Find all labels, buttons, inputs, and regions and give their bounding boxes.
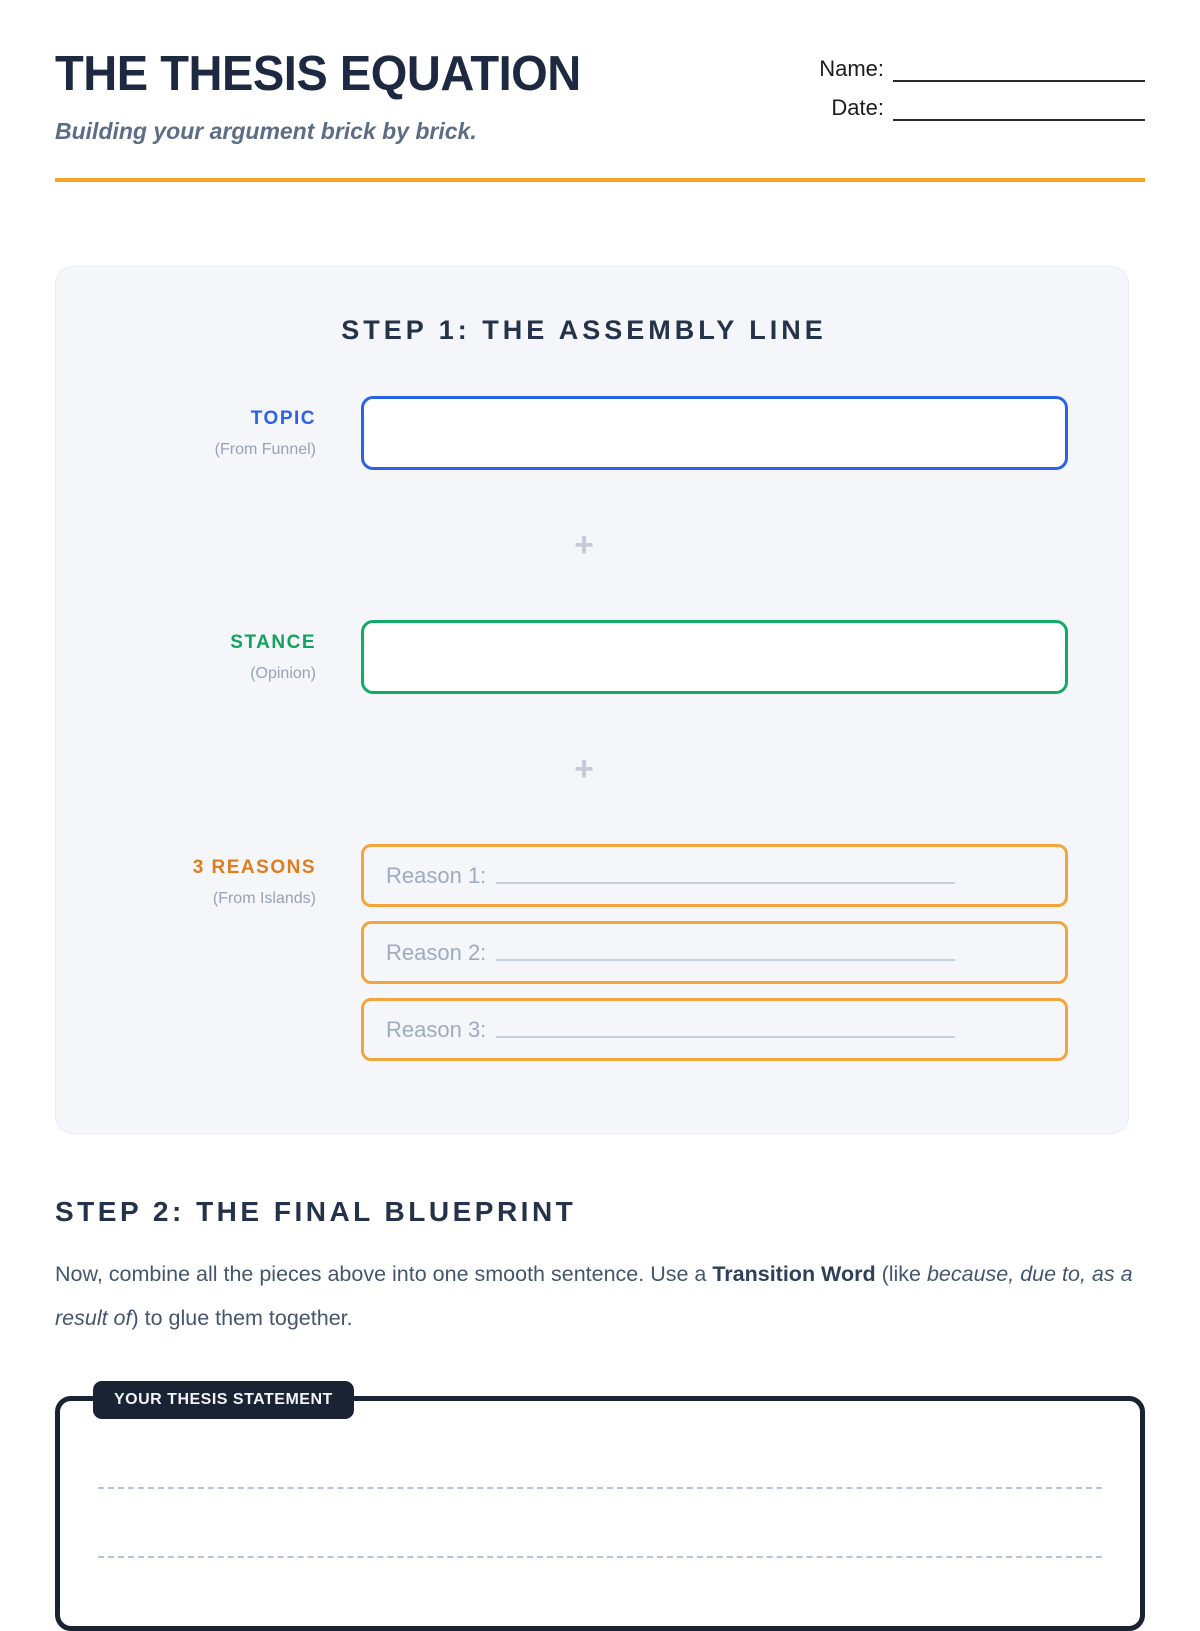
name-label: Name: bbox=[819, 56, 884, 81]
name-field: Name: bbox=[819, 56, 1145, 82]
thesis-statement-badge: YOUR THESIS STATEMENT bbox=[93, 1381, 354, 1420]
topic-row: TOPIC (From Funnel) bbox=[100, 396, 1068, 470]
topic-input-box[interactable] bbox=[361, 396, 1068, 470]
reason-1-label: Reason 1: bbox=[386, 862, 487, 888]
accent-divider bbox=[55, 178, 1145, 182]
instructions-part3: ) to glue them together. bbox=[131, 1306, 353, 1331]
plus-icon: + bbox=[574, 750, 594, 788]
step2-heading: STEP 2: THE FINAL BLUEPRINT bbox=[55, 1196, 577, 1227]
reasons-label: 3 REASONS bbox=[192, 857, 316, 878]
topic-sublabel: (From Funnel) bbox=[214, 440, 316, 458]
reason-3-input-box[interactable]: Reason 3: bbox=[361, 998, 1068, 1061]
instructions-part1: Now, combine all the pieces above into o… bbox=[55, 1262, 713, 1286]
topic-label: TOPIC bbox=[250, 407, 316, 429]
transition-word-bold: Transition Word bbox=[712, 1262, 876, 1286]
reason-1-write-line bbox=[496, 868, 955, 884]
plus-icon: + bbox=[574, 526, 594, 564]
reason-3-write-line bbox=[496, 1022, 955, 1038]
reason-2-input-box[interactable]: Reason 2: bbox=[361, 921, 1068, 984]
step1-heading: STEP 1: THE ASSEMBLY LINE bbox=[341, 315, 827, 345]
reason-2-label: Reason 2: bbox=[386, 939, 487, 965]
header: THE THESIS EQUATION Building your argume… bbox=[55, 0, 1145, 145]
step1-card: STEP 1: THE ASSEMBLY LINE TOPIC (From Fu… bbox=[55, 266, 1129, 1134]
page-title: THE THESIS EQUATION bbox=[55, 47, 581, 101]
stance-row: STANCE (Opinion) bbox=[100, 620, 1068, 694]
reasons-sublabel: (From Islands) bbox=[212, 890, 316, 907]
reasons-row: 3 REASONS (From Islands) Reason 1: Reaso… bbox=[100, 844, 1068, 1061]
header-fields: Name: Date: bbox=[819, 46, 1145, 134]
step2-section: STEP 2: THE FINAL BLUEPRINT Now, combine… bbox=[55, 1196, 1145, 1631]
thesis-write-line-2[interactable] bbox=[98, 1556, 1102, 1559]
header-left: THE THESIS EQUATION Building your argume… bbox=[55, 46, 603, 145]
instructions-part2: (like bbox=[875, 1262, 927, 1286]
step2-instructions: Now, combine all the pieces above into o… bbox=[55, 1252, 1145, 1340]
stance-input-box[interactable] bbox=[361, 620, 1068, 694]
reasons-labels: 3 REASONS (From Islands) bbox=[100, 857, 316, 908]
date-label: Date: bbox=[831, 95, 884, 120]
thesis-statement-box[interactable]: YOUR THESIS STATEMENT bbox=[55, 1381, 1145, 1631]
stance-labels: STANCE (Opinion) bbox=[100, 632, 316, 683]
topic-labels: TOPIC (From Funnel) bbox=[100, 408, 316, 459]
reason-1-input-box[interactable]: Reason 1: bbox=[361, 844, 1068, 907]
reasons-stack: Reason 1: Reason 2: Reason 3: bbox=[361, 844, 1068, 1061]
stance-label: STANCE bbox=[230, 631, 316, 653]
reason-2-write-line bbox=[496, 945, 955, 961]
date-field: Date: bbox=[819, 95, 1145, 121]
stance-sublabel: (Opinion) bbox=[250, 664, 316, 682]
date-write-line[interactable] bbox=[893, 100, 1145, 121]
transition-examples-italic: because, due to, as a result of bbox=[55, 1262, 1133, 1331]
thesis-write-line-1[interactable] bbox=[98, 1487, 1102, 1490]
page-subtitle: Building your argument brick by brick. bbox=[55, 118, 477, 144]
reason-3-label: Reason 3: bbox=[386, 1016, 487, 1042]
name-write-line[interactable] bbox=[893, 61, 1145, 82]
